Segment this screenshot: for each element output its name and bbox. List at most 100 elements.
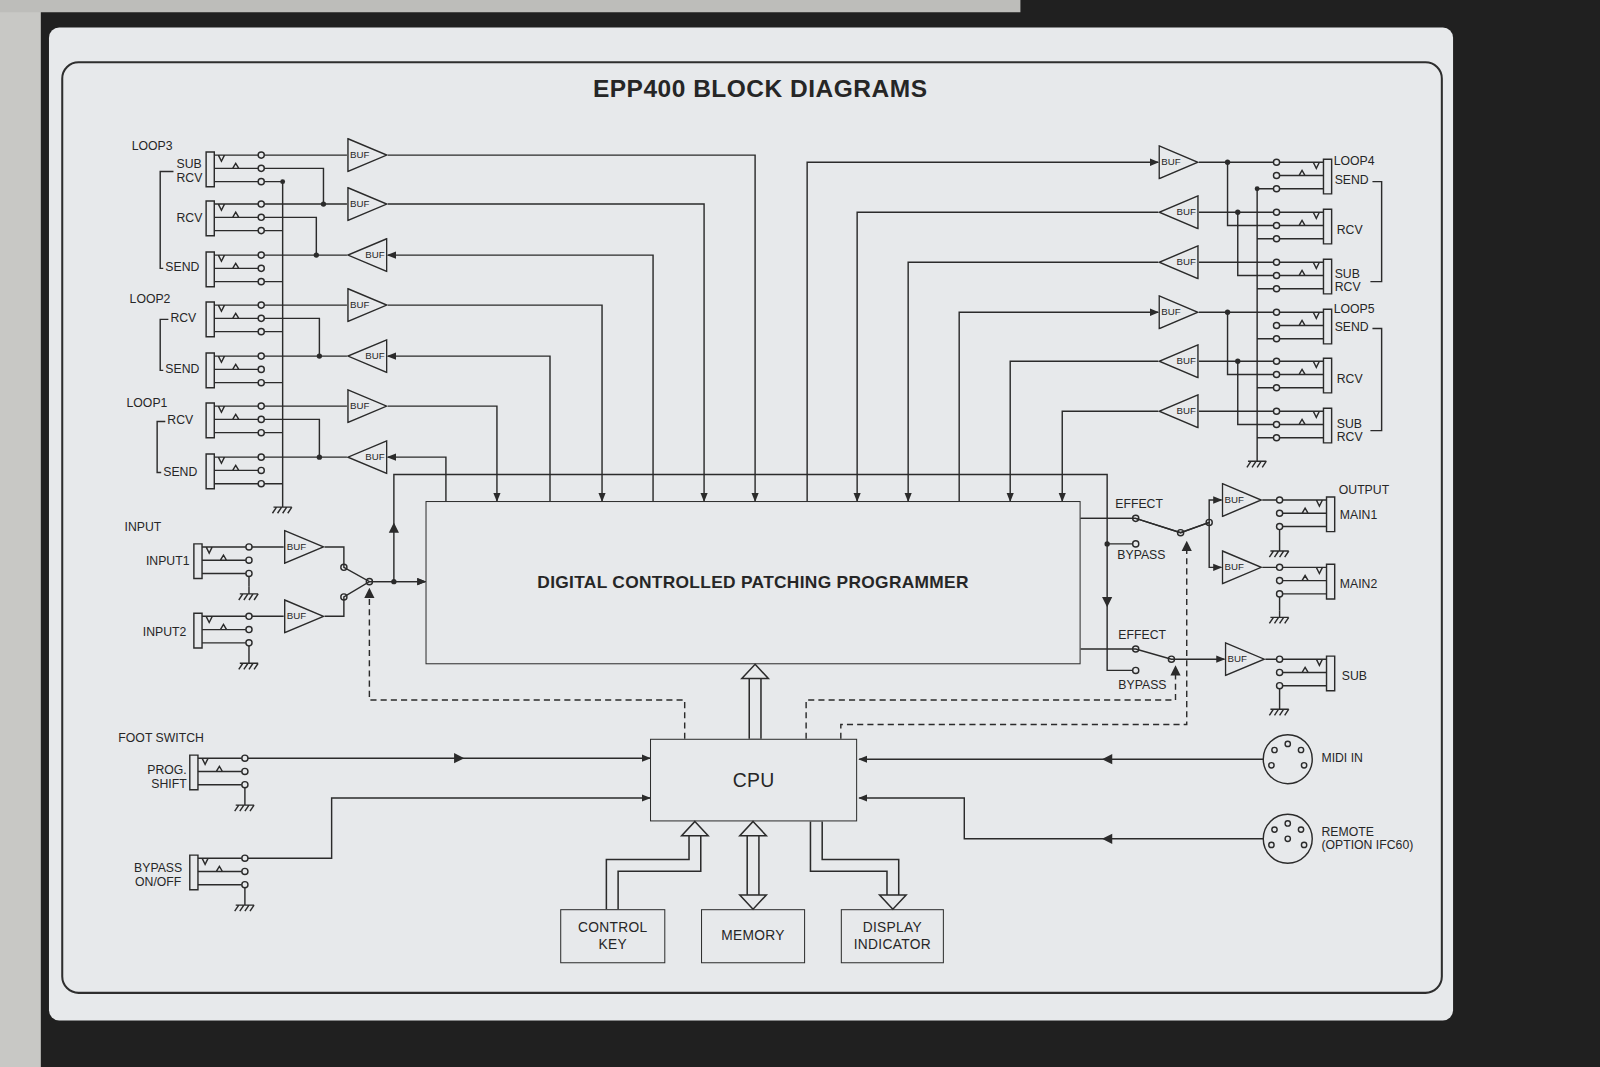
signal-wire (1010, 361, 1158, 501)
jack-label: INPUT2 (143, 626, 187, 639)
din-connectors (1263, 735, 1312, 864)
signal-wire (1081, 649, 1225, 659)
jack-label: RCV (167, 414, 193, 427)
buffer-amp: BUF (284, 599, 325, 634)
buffer-label: BUF (287, 542, 306, 552)
process-box: DIGITAL CONTROLLED PATCHING PROGRAMMER (426, 501, 1081, 664)
switch-contacts (341, 515, 1212, 673)
buffer-label: BUF (1224, 562, 1243, 572)
buffer-label: BUF (1177, 406, 1196, 416)
bus-arrow (740, 821, 767, 909)
jack-label: LOOP5 (1334, 303, 1375, 316)
jack-label: OUTPUT (1339, 484, 1389, 497)
buffer-amp: BUF (1221, 550, 1262, 585)
buffer-amp: BUF (1158, 195, 1199, 230)
bus-arrow (816, 821, 906, 909)
buffer-amp: BUF (347, 288, 388, 323)
bus-arrow (742, 664, 769, 738)
buffer-label: BUF (1161, 307, 1180, 317)
jack-label: MIDI IN (1321, 752, 1363, 765)
jack-label: LOOP1 (127, 397, 168, 410)
jack-label: RCV (177, 212, 203, 225)
buffer-amp: BUF (1224, 642, 1265, 677)
jack-label: INPUT (124, 520, 161, 533)
signal-wire (324, 582, 425, 617)
buffer-amp: BUF (1158, 394, 1199, 429)
buffer-label: BUF (1177, 207, 1196, 217)
jack-label: SEND (1335, 173, 1369, 186)
jack-label: LOOP3 (132, 140, 173, 153)
process-box: DISPLAY INDICATOR (841, 909, 944, 963)
signal-wire (1062, 411, 1158, 501)
diagram-title: EPP400 BLOCK DIAGRAMS (454, 74, 1066, 103)
jack-label: RCV (1337, 223, 1363, 236)
jack-label: SUB RCV (1337, 417, 1370, 444)
buffer-label: BUF (1177, 356, 1196, 366)
jack-label: FOOT SWITCH (118, 732, 203, 745)
signal-wire (388, 255, 653, 501)
signal-wire (388, 204, 704, 501)
process-box: MEMORY (701, 909, 805, 963)
process-box: CPU (650, 739, 857, 822)
buffer-amp: BUF (1158, 295, 1199, 330)
wire-details (280, 160, 1259, 844)
signal-wire (959, 312, 1158, 501)
buffer-label: BUF (1224, 495, 1243, 505)
jack-label: INPUT1 (146, 555, 190, 568)
signal-wire (388, 356, 550, 501)
jack-label: SUB (1342, 669, 1367, 682)
jack-label: SEND (165, 363, 199, 376)
jack-label: BYPASS (1118, 679, 1166, 692)
ground-symbols (235, 454, 1289, 911)
signal-wire (857, 212, 1158, 501)
jack-label: BYPASS ON/OFF (131, 862, 186, 889)
box-label: MEMORY (721, 928, 785, 945)
buffer-label: BUF (350, 199, 369, 209)
buffer-amp: BUF (347, 187, 388, 222)
jack-label: SUB RCV (1335, 267, 1368, 294)
jack-label: SEND (163, 465, 197, 478)
jack-label: REMOTE (OPTION IFC60) (1321, 826, 1419, 853)
buffer-label: BUF (365, 250, 384, 260)
jack-label: PROG. SHIFT (144, 764, 187, 791)
jack-label: SUB RCV (177, 158, 206, 185)
jack-label: MAIN1 (1340, 509, 1377, 522)
buffer-amp: BUF (347, 238, 388, 273)
jack-symbols (190, 152, 1335, 890)
bus-arrow (612, 821, 708, 909)
signal-wire (388, 155, 755, 501)
buffer-label: BUF (350, 300, 369, 310)
process-box: CONTROL KEY (560, 909, 665, 963)
buffer-label: BUF (350, 401, 369, 411)
box-label: DIGITAL CONTROLLED PATCHING PROGRAMMER (537, 572, 968, 594)
jack-label: EFFECT (1118, 629, 1166, 642)
box-label: CPU (733, 768, 775, 792)
jack-label: EFFECT (1115, 498, 1163, 511)
jack-label: MAIN2 (1340, 578, 1377, 591)
box-label: CONTROL KEY (574, 919, 652, 953)
buffer-amp: BUF (347, 440, 388, 475)
buffer-label: BUF (1161, 157, 1180, 167)
signal-wire (908, 262, 1158, 501)
buffer-amp: BUF (1158, 344, 1199, 379)
box-label: DISPLAY INDICATOR (849, 919, 935, 953)
buffer-amp: BUF (347, 389, 388, 424)
signal-wire (807, 162, 1158, 501)
buffer-amp: BUF (1158, 245, 1199, 280)
buffer-label: BUF (365, 351, 384, 361)
buffer-label: BUF (350, 150, 369, 160)
buffer-amp: BUF (347, 339, 388, 374)
wiring (157, 155, 1381, 898)
buffer-label: BUF (365, 452, 384, 462)
buffer-amp: BUF (347, 138, 388, 173)
signal-wire (388, 305, 602, 501)
buffer-label: BUF (1228, 654, 1247, 664)
signal-wire (1081, 518, 1222, 567)
jack-label: RCV (170, 312, 196, 325)
signal-wire (388, 457, 446, 501)
jack-label: LOOP2 (130, 293, 171, 306)
jack-label: RCV (1337, 372, 1363, 385)
buffer-label: BUF (1177, 257, 1196, 267)
